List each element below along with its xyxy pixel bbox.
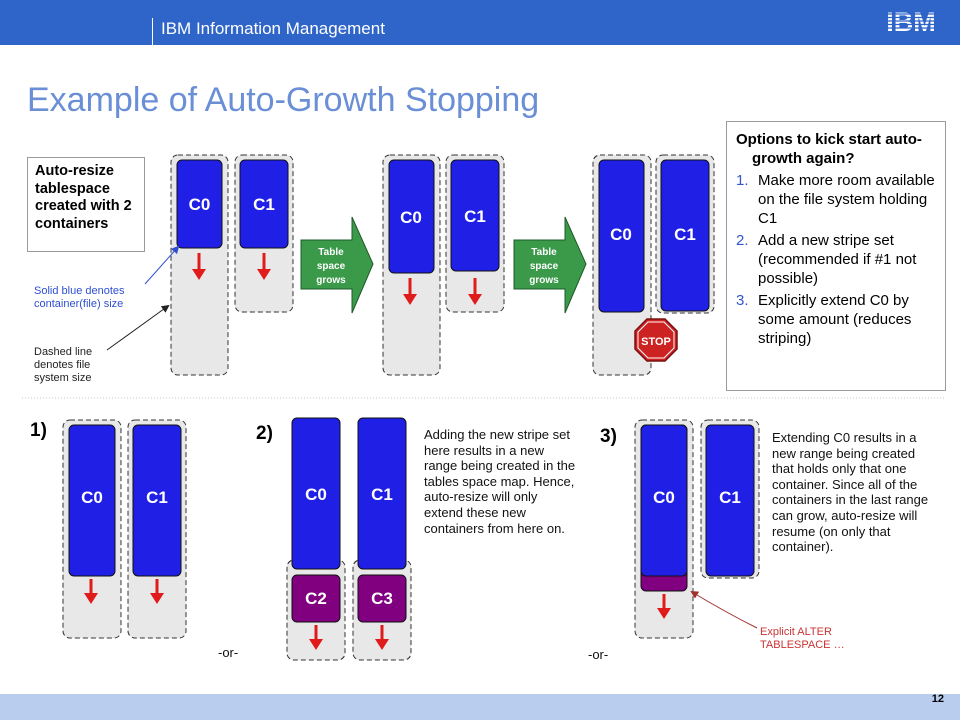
- ibm-logo: IBM: [878, 7, 944, 37]
- svg-text:C1: C1: [674, 225, 696, 244]
- svg-text:IBM: IBM: [886, 7, 936, 37]
- intro-box: Auto-resize tablespace created with 2 co…: [27, 157, 145, 252]
- svg-text:C3: C3: [371, 589, 393, 608]
- svg-text:C0: C0: [653, 488, 675, 507]
- c0-label-stage1: C0: [189, 195, 211, 214]
- option-item: 3.Explicitly extend C0 by some amount (r…: [736, 292, 912, 347]
- container-c0-option3: [640, 424, 688, 577]
- page-number: 12: [931, 693, 944, 705]
- svg-text:C1: C1: [464, 207, 486, 226]
- dashed-line-pointer: [106, 304, 170, 351]
- tablespace-grows-arrow-2: [513, 216, 587, 314]
- svg-text:C1: C1: [371, 485, 393, 504]
- header-bar: IBM Information Management IBM: [0, 0, 960, 45]
- tablespace-grows-arrow-1: [300, 216, 374, 314]
- container-c1-option3: [705, 424, 755, 577]
- svg-text:grows: grows: [529, 275, 559, 286]
- container-c1-stage1: [239, 159, 289, 249]
- option-item: 1.Make more room available on the file s…: [736, 172, 935, 227]
- svg-text:C0: C0: [305, 485, 327, 504]
- options-question: Options to kick start auto-growth again?: [736, 131, 922, 167]
- solid-blue-note: Solid blue denotes container(file) size: [34, 285, 125, 310]
- svg-text:grows: grows: [316, 275, 346, 286]
- svg-text:C1: C1: [719, 488, 741, 507]
- dashed-line-note: Dashed line denotes file system size: [34, 346, 93, 384]
- option-2-description: Adding the new stripe set here results i…: [424, 427, 576, 536]
- container-c3-option2: [357, 574, 407, 623]
- alter-note: Explicit ALTER TABLESPACE …: [760, 626, 845, 651]
- container-c0-option1: [68, 424, 116, 577]
- svg-text:C0: C0: [610, 225, 632, 244]
- svg-text:C0: C0: [81, 488, 103, 507]
- svg-text:space: space: [530, 261, 559, 272]
- container-c0-stage3: [598, 159, 645, 313]
- svg-text:Table: Table: [318, 247, 344, 258]
- container-c1-option2: [357, 417, 407, 570]
- or-separator-2: -or-: [588, 647, 609, 662]
- step-3-label: 3): [600, 426, 617, 447]
- svg-text:C0: C0: [400, 208, 422, 227]
- header-separator: [152, 18, 153, 45]
- stop-sign-icon: STOP: [634, 318, 678, 362]
- container-c0-stage2: [388, 159, 435, 274]
- options-box: Options to kick start auto-growth again?…: [726, 121, 946, 391]
- step-2-label: 2): [256, 423, 273, 444]
- footer-bar: [0, 694, 960, 720]
- container-c0-option2: [291, 417, 341, 570]
- svg-text:C2: C2: [305, 589, 327, 608]
- option-3-description: Extending C0 results in a new range bein…: [772, 430, 929, 555]
- or-separator-1: -or-: [218, 645, 239, 660]
- svg-text:space: space: [317, 261, 346, 272]
- alter-pointer: [690, 590, 758, 629]
- option-item: 2.Add a new stripe set (recommended if #…: [736, 232, 917, 287]
- step-1-label: 1): [30, 420, 47, 441]
- container-c0-stage1: [176, 159, 223, 249]
- slide-title: Example of Auto-Growth Stopping: [27, 81, 540, 119]
- container-c1-option1: [132, 424, 182, 577]
- container-c1-stage2: [450, 159, 500, 272]
- solid-blue-pointer: [144, 245, 180, 285]
- header-title: IBM Information Management: [161, 19, 385, 38]
- svg-text:STOP: STOP: [641, 336, 671, 348]
- svg-text:C1: C1: [146, 488, 168, 507]
- c1-label-stage1: C1: [253, 195, 275, 214]
- svg-text:Table: Table: [531, 247, 557, 258]
- container-c2-option2: [291, 574, 341, 623]
- container-c1-stage3: [660, 159, 710, 312]
